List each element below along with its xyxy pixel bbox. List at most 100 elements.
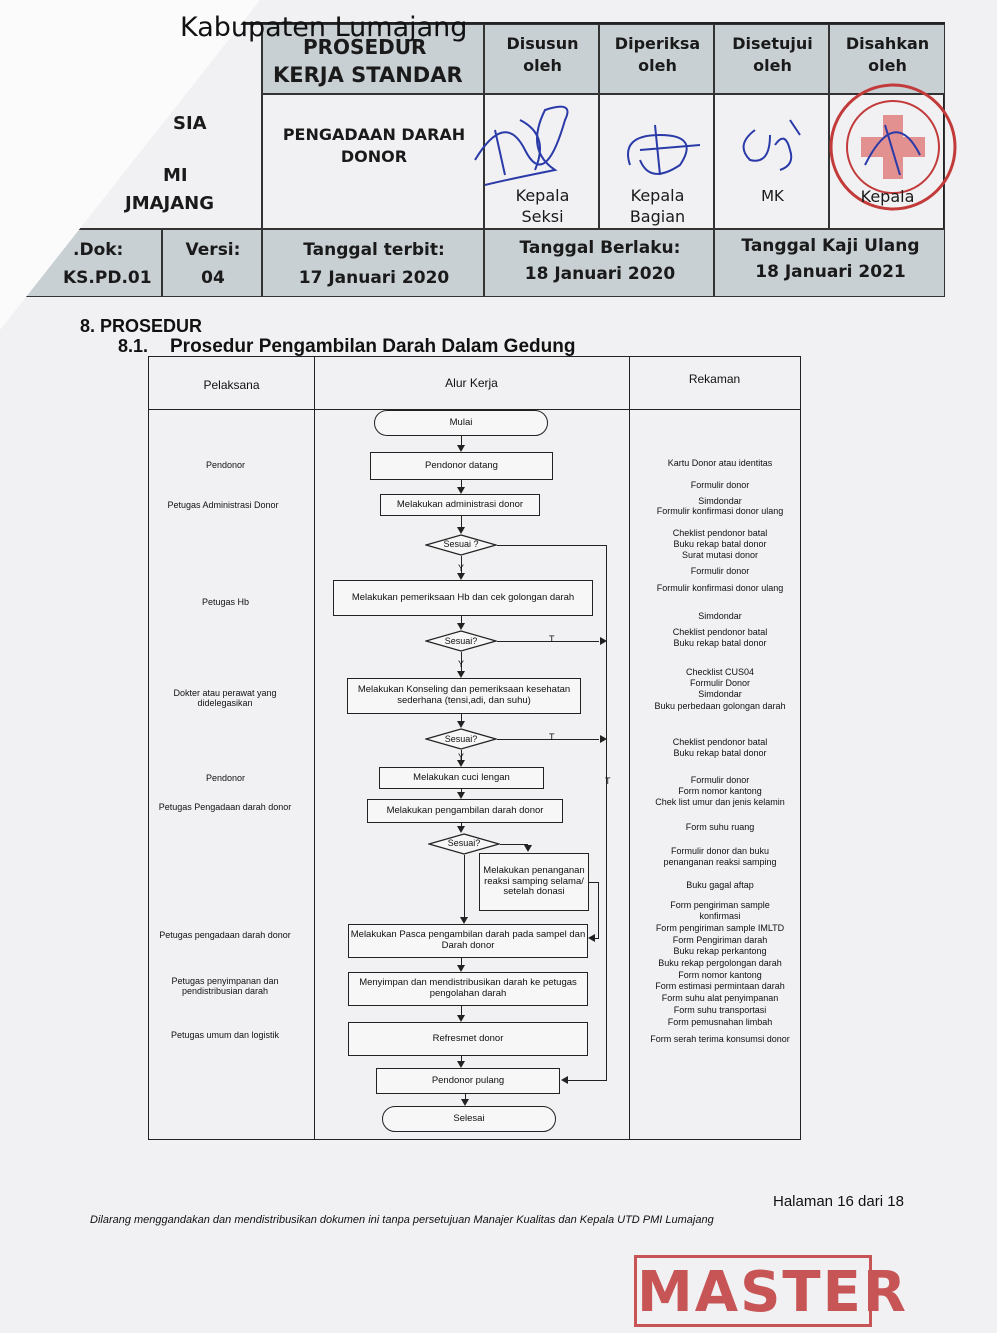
sign-cell-1: Kepala Seksi	[474, 94, 599, 229]
sign-head-3: Disetujui oleh	[714, 24, 829, 94]
label-t-2: T	[549, 634, 555, 644]
col-header-alur: Alur Kerja	[445, 376, 498, 390]
actor-penyimpanan: Petugas penyimpanan dan pendistribusian …	[171, 976, 279, 997]
step-pendonor-datang: Pendonor datang	[370, 452, 553, 480]
record-item: Cheklist pendonor batal	[672, 627, 768, 637]
record-item: Buku rekap perkantong	[673, 946, 767, 956]
step-pendonor-pulang: Pendonor pulang	[376, 1068, 560, 1094]
record-item: Buku rekap batal donor	[673, 539, 767, 549]
record-item: Cheklist pendonor batal	[672, 737, 768, 747]
record-item: Form pengiriman sample konfirmasi	[670, 900, 770, 921]
record-item: Chek list umur dan jenis kelamin	[655, 797, 785, 807]
col-header-rekaman: Rekaman	[688, 372, 741, 386]
step-cuci-lengan: Melakukan cuci lengan	[379, 767, 544, 789]
actor-pendonor-2: Pendonor	[205, 773, 246, 783]
record-item: Formulir Donor	[689, 678, 750, 688]
start-terminal: Mulai	[374, 410, 548, 436]
step-pengambilan: Melakukan pengambilan darah donor	[367, 799, 563, 823]
record-item: Simdondar	[698, 611, 742, 621]
actor-pengadaan: Petugas Pengadaan darah donor	[158, 802, 292, 812]
org-line2: MI	[163, 165, 188, 186]
record-item: Form pengiriman sample IMLTD	[655, 923, 785, 933]
record-item: Kartu Donor atau identitas	[667, 458, 773, 468]
signature-3	[742, 119, 801, 171]
decision-2: Sesuai?	[444, 636, 478, 646]
page-number: Halaman 16 dari 18	[773, 1193, 904, 1210]
subsection-title: Prosedur Pengambilan Darah Dalam Gedung	[170, 336, 576, 357]
record-item: Buku perbedaan golongan darah	[654, 701, 786, 711]
versi-cell: Versi: 04	[162, 229, 262, 297]
org-line3: JMAJANG	[125, 193, 215, 214]
sign-head-4: Disahkan oleh	[829, 24, 945, 94]
header-table: SIA MI JMAJANG PROSEDUR KERJA STANDAR PE…	[10, 22, 957, 297]
subject-line2: DONOR	[340, 147, 408, 166]
subject-line1: PENGADAAN DARAH	[282, 125, 466, 144]
title-line1: PROSEDUR	[303, 35, 427, 59]
berlaku-cell: Tanggal Berlaku: 18 Januari 2020	[484, 229, 714, 297]
label-y-3: Y	[458, 752, 465, 762]
step-reaksi-samping: Melakukan penanganan reaksi samping sela…	[479, 853, 589, 911]
actor-logistik: Petugas umum dan logistik	[170, 1030, 280, 1040]
record-item: Formulir donor	[690, 566, 750, 576]
decision-3-shape	[425, 728, 497, 750]
record-item: Buku rekap batal donor	[673, 638, 767, 648]
decision-4-shape	[428, 833, 500, 855]
record-item: Form Pengiriman darah	[672, 935, 768, 945]
terbit-cell: Tanggal terbit: 17 Januari 2020	[262, 229, 484, 297]
record-item: Formulir konfirmasi donor ulang	[656, 583, 784, 593]
record-item: Form suhu ruang	[685, 822, 755, 832]
decision-4: Sesuai?	[447, 838, 481, 848]
decision-3: Sesuai?	[444, 734, 478, 744]
record-item: Surat mutasi donor	[681, 550, 759, 560]
record-item: Form pemusnahan limbah	[667, 1017, 773, 1027]
sign-head-2: Diperiksa oleh	[599, 24, 714, 94]
record-item: Form nomor kantong	[678, 786, 762, 796]
org-line1: SIA	[173, 113, 207, 134]
end-terminal: Selesai	[382, 1106, 556, 1132]
record-item: Form serah terima konsumsi donor	[650, 1034, 790, 1044]
actor-pendonor: Pendonor	[205, 460, 246, 470]
actor-admin: Petugas Administrasi Donor	[167, 500, 279, 510]
sign-cell-4: Kepala	[829, 83, 957, 229]
sign-cell-2: Kepala Bagian	[599, 94, 714, 229]
record-item: Form estimasi permintaan darah	[655, 981, 785, 991]
record-item: Formulir donor	[690, 775, 750, 785]
subsection-number: 8.1.	[118, 336, 149, 356]
sign-cell-3: MK	[714, 94, 829, 229]
footer-note: Dilarang menggandakan dan mendistribusik…	[90, 1214, 714, 1226]
actor-hb: Petugas Hb	[201, 597, 250, 607]
signature-2	[627, 124, 701, 176]
signature-1	[474, 105, 569, 186]
actor-pengadaan-2: Petugas pengadaan darah donor	[159, 930, 291, 940]
record-item: Simdondar	[698, 496, 742, 506]
step-menyimpan: Menyimpan dan mendistribusikan darah ke …	[348, 972, 588, 1006]
step-konseling: Melakukan Konseling dan pemeriksaan kese…	[347, 678, 581, 714]
record-item: Formulir donor	[690, 480, 750, 490]
record-item: Form nomor kantong	[678, 970, 762, 980]
step-administrasi: Melakukan administrasi donor	[380, 494, 540, 516]
step-refresmet: Refresmet donor	[348, 1022, 588, 1056]
pmi-seal	[829, 83, 957, 211]
kaji-cell: Tanggal Kaji Ulang 18 Januari 2021	[714, 229, 945, 297]
record-item: Formulir donor dan buku penanganan reaks…	[663, 846, 777, 867]
step-pemeriksaan-hb: Melakukan pemeriksaan Hb dan cek golonga…	[333, 580, 593, 616]
decision-1-shape	[425, 534, 497, 556]
subject-cell: PENGADAAN DARAH DONOR	[262, 94, 484, 229]
actor-dokter: Dokter atau perawat yang didelegasikan	[173, 688, 277, 709]
master-stamp: MASTER	[634, 1255, 906, 1327]
col-header-pelaksana: Pelaksana	[203, 378, 260, 392]
label-t-1: T	[605, 776, 611, 786]
record-item: Formulir konfirmasi donor ulang	[656, 506, 784, 516]
record-item: Form suhu alat penyimpanan	[661, 993, 779, 1003]
region-label: Kabupaten Lumajang	[180, 12, 468, 43]
record-item: Buku rekap batal donor	[673, 748, 767, 758]
title-cell: PROSEDUR KERJA STANDAR	[262, 24, 484, 94]
sign-head-1: Disusun oleh	[484, 24, 599, 94]
section-heading: 8. PROSEDUR	[80, 316, 203, 336]
record-item: Buku gagal aftap	[686, 880, 754, 890]
flowchart-table: Pelaksana Alur Kerja Rekaman	[148, 356, 801, 1140]
record-item: Checklist CUS04	[685, 667, 755, 677]
label-t-3: T	[549, 732, 555, 742]
label-y-1: Y	[458, 563, 465, 573]
